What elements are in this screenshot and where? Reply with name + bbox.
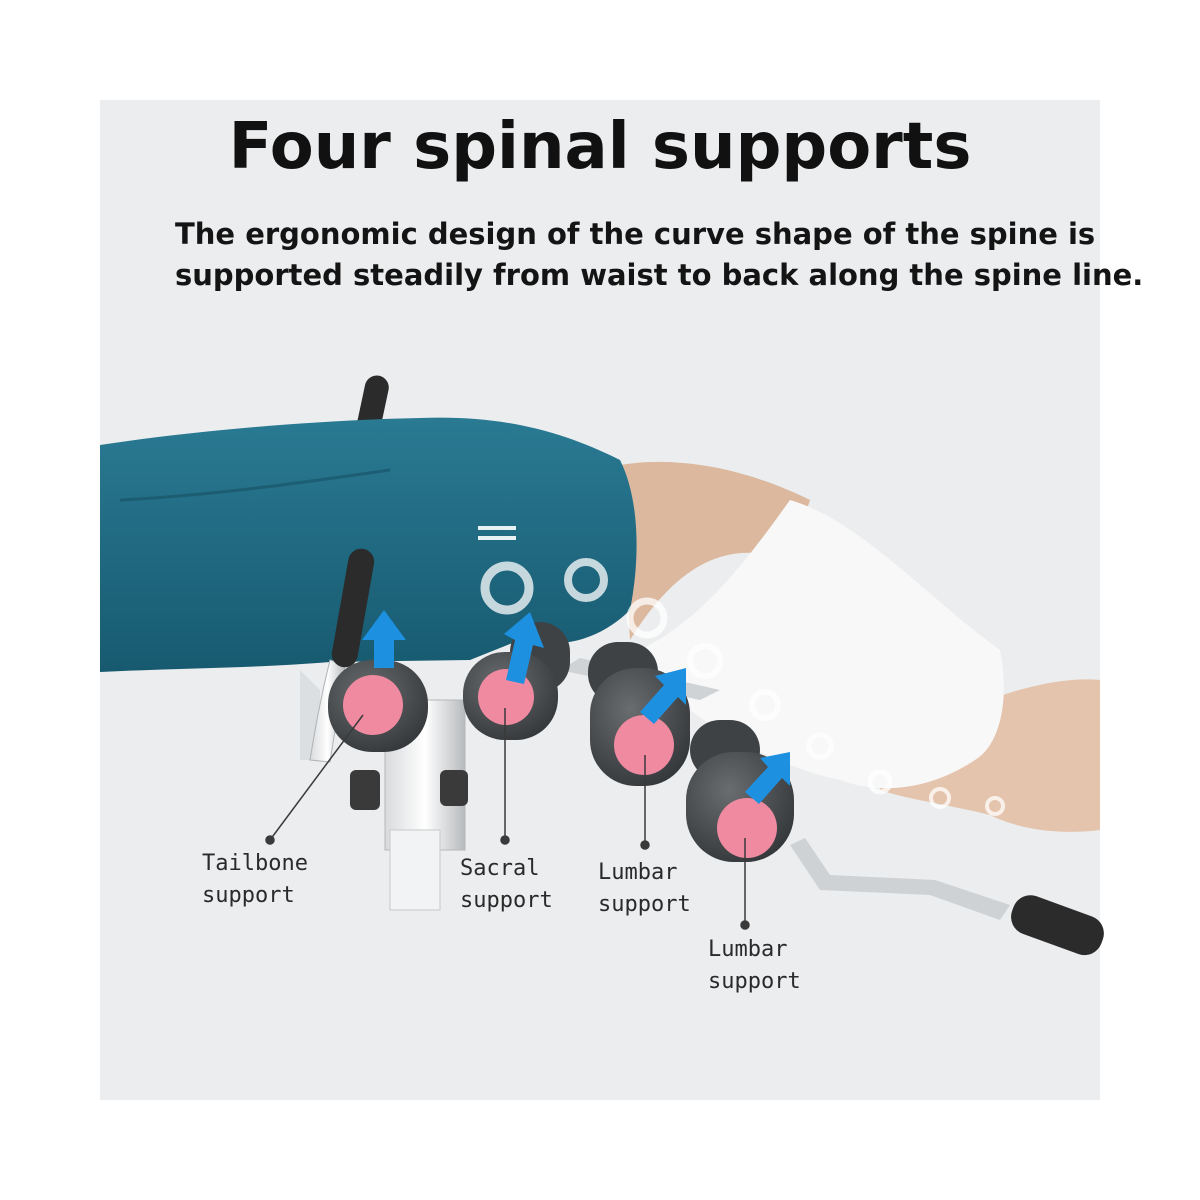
- callout-tailbone-line-2: support: [202, 883, 295, 908]
- callout-lumbar-support-2: Lumbar support: [708, 934, 801, 998]
- midriff: [620, 461, 810, 640]
- callout-lumbar-2-line-1: Lumbar: [708, 937, 788, 962]
- arrow-lumbar-2: [745, 752, 790, 804]
- subtitle-line-1: The ergonomic design of the curve shape …: [175, 217, 1096, 251]
- roller-tailbone: [328, 660, 428, 752]
- arm: [880, 679, 1100, 832]
- callout-tailbone-support: Tailbone support: [202, 848, 308, 912]
- arrow-lumbar-1: [640, 668, 686, 724]
- callout-sacral-line-1: Sacral: [460, 856, 540, 881]
- callout-lumbar-2-line-2: support: [708, 969, 801, 994]
- callout-lumbar-support-1: Lumbar support: [598, 857, 691, 921]
- leggings-crease: [119, 468, 391, 502]
- callout-lumbar-1-line-2: support: [598, 892, 691, 917]
- handle-grip-right: [1011, 895, 1104, 956]
- roller-sacral: [463, 622, 570, 740]
- callout-lines: [265, 708, 750, 930]
- subtitle-line-2: supported steadily from waist to back al…: [175, 258, 1144, 292]
- spine-ring-indicators: [480, 558, 1005, 816]
- arrow-tailbone: [362, 610, 406, 668]
- page-title: Four spinal supports: [228, 110, 972, 184]
- callout-sacral-support: Sacral support: [460, 853, 553, 917]
- callout-tailbone-line-1: Tailbone: [202, 851, 308, 876]
- roller-lumbar-1: [588, 642, 690, 786]
- page-subtitle: The ergonomic design of the curve shape …: [175, 214, 1144, 296]
- white-shirt: [640, 500, 1004, 789]
- callout-lumbar-1-line-1: Lumbar: [598, 860, 678, 885]
- callout-sacral-line-2: support: [460, 888, 553, 913]
- arrow-sacral: [504, 612, 544, 684]
- waistband-mark-2: [478, 536, 516, 540]
- waistband-mark-1: [478, 526, 516, 530]
